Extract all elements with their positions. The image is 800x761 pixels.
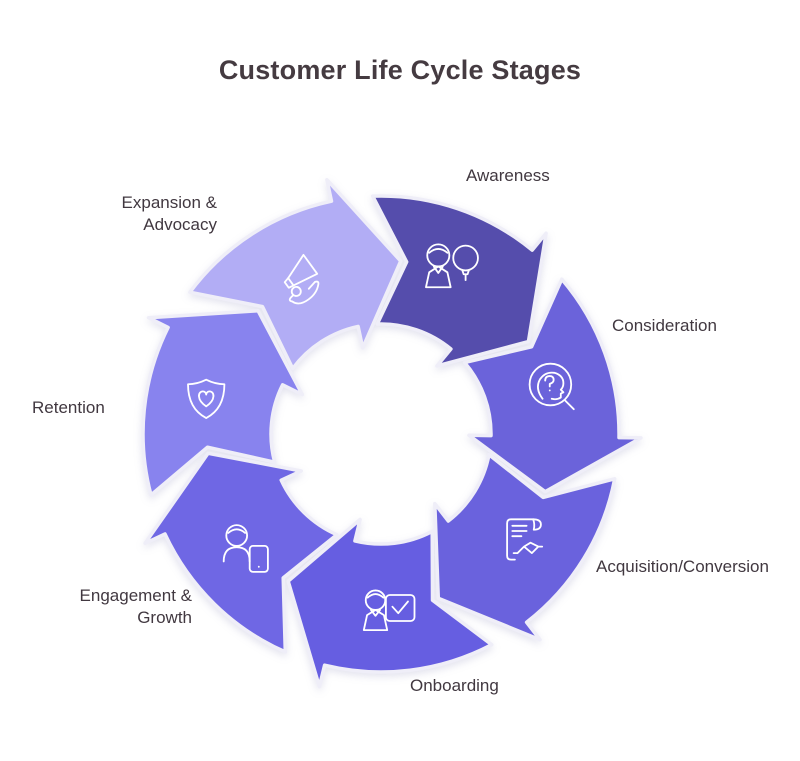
person-tablet-icon — [222, 524, 269, 573]
stage-label-acquisition-conversion: Acquisition/Conversion — [596, 557, 769, 576]
segment-awareness — [370, 194, 548, 368]
segment-expansion-advocacy — [188, 177, 403, 371]
segment-engagement-growth — [143, 451, 339, 654]
segment-retention — [141, 309, 305, 497]
person-lightbulb-icon — [425, 243, 479, 289]
stage-label-retention: Retention — [32, 398, 105, 417]
stage-label-engagement-growth: Engagement & Growth — [79, 586, 192, 627]
stage-label-onboarding: Onboarding — [410, 676, 499, 695]
stage-label-consideration: Consideration — [612, 316, 717, 335]
segment-onboarding — [286, 517, 494, 689]
contract-handshake-icon — [506, 518, 544, 561]
head-magnifier-icon — [528, 362, 575, 411]
segment-consideration — [462, 277, 643, 494]
hand-megaphone-icon — [283, 253, 320, 305]
stage-label-awareness: Awareness — [466, 166, 550, 185]
shield-heart-icon — [187, 378, 226, 419]
person-checkboard-icon — [362, 589, 416, 632]
stage-label-expansion-advocacy: Expansion & Advocacy — [121, 193, 217, 234]
page-title: Customer Life Cycle Stages — [218, 55, 582, 85]
